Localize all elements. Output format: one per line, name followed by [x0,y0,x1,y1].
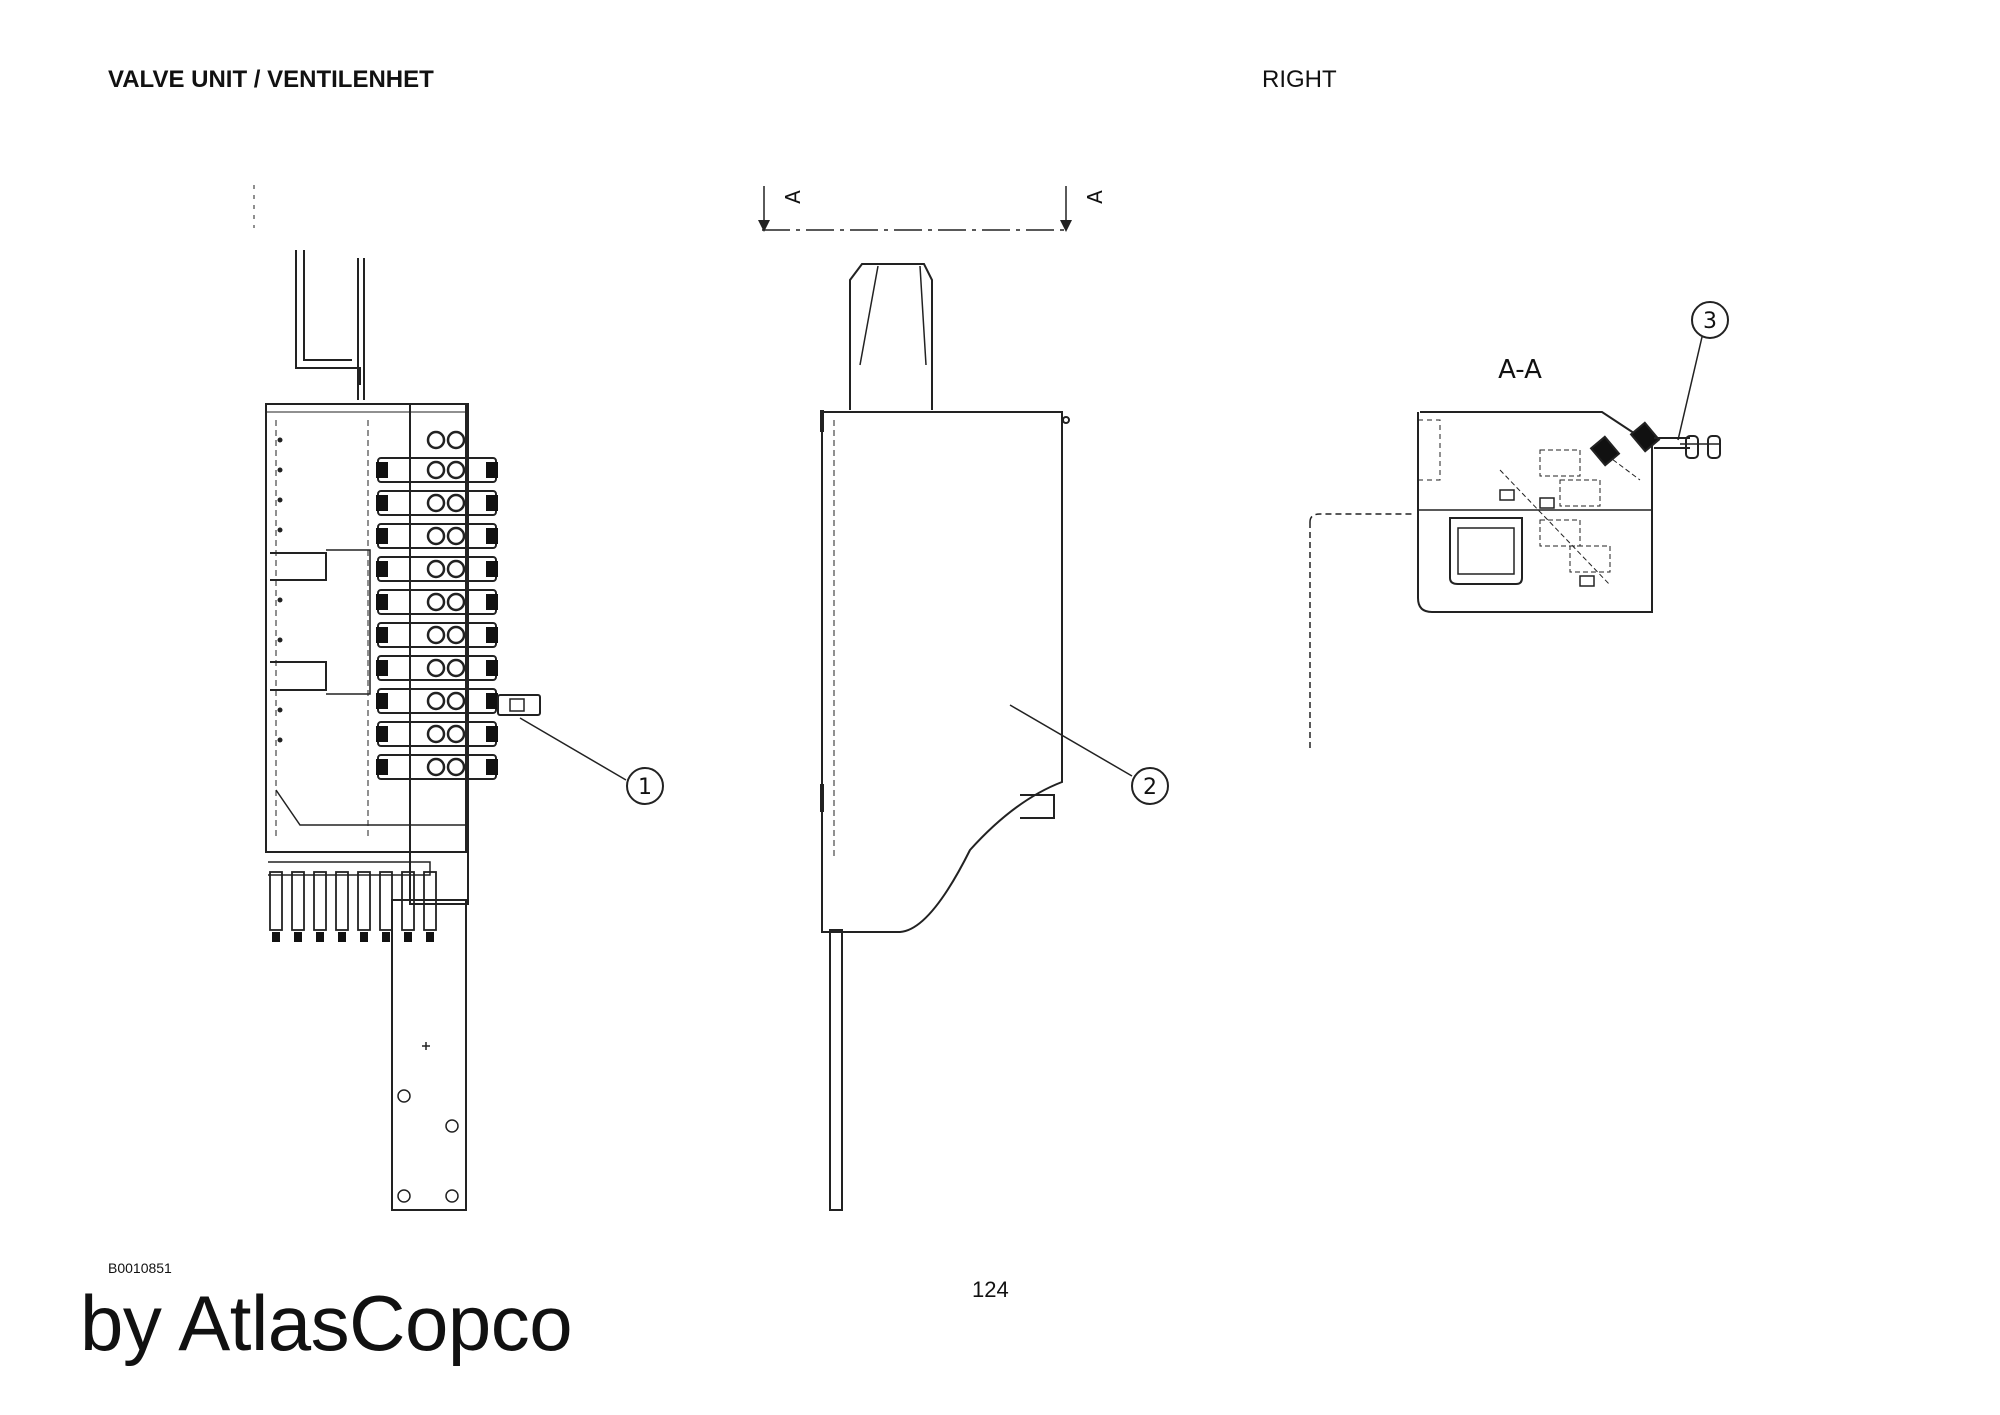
section-view-label: A-A [1498,355,1542,385]
valve-unit-front-view [253,185,627,1211]
side-label: RIGHT [1262,66,1337,93]
section-marker-left: A [781,190,805,204]
drawing-number: B0010851 [108,1260,172,1276]
page-number: 124 [972,1277,1009,1302]
brand-text: by AtlasCopco [80,1279,573,1367]
page-title: VALVE UNIT / VENTILENHET [108,66,434,93]
section-marker-right: A [1083,190,1107,204]
callout-1-number: 1 [638,775,652,800]
callout-2-number: 2 [1143,775,1157,800]
callout-2 [1131,767,1169,805]
callout-3 [1691,301,1729,339]
callout-3-number: 3 [1703,309,1717,334]
cover-side-view [758,186,1133,1211]
section-a-a-view [1309,336,1721,752]
callout-1 [626,767,664,805]
